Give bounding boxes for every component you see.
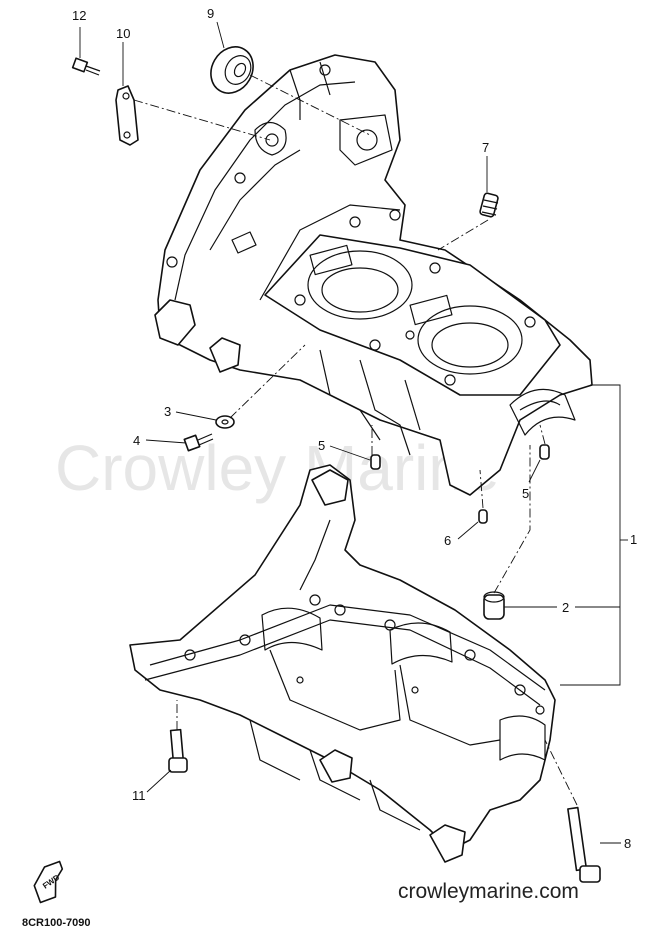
callout-5-left: 5: [318, 438, 325, 453]
callout-12: 12: [72, 8, 86, 23]
website-label: crowleymarine.com: [398, 880, 579, 903]
dowel-pin-left: [370, 454, 381, 470]
bolt-long-right: [567, 806, 601, 883]
callout-1: 1: [630, 532, 637, 547]
fwd-arrow-icon: FWD: [33, 860, 64, 904]
pin: [478, 509, 488, 524]
plug: [483, 591, 505, 620]
bolt-short: [183, 433, 214, 452]
callout-8: 8: [624, 836, 631, 851]
callout-2: 2: [562, 600, 569, 615]
callout-10: 9: [207, 6, 214, 21]
bracket: [115, 85, 139, 146]
stud: [479, 192, 499, 218]
dowel-pin-right: [539, 444, 550, 460]
callout-4: 4: [133, 433, 140, 448]
upper-crankcase: [154, 54, 593, 496]
callout-6: 6: [444, 533, 451, 548]
callout-11: 10: [116, 26, 130, 41]
bearing: [210, 46, 254, 94]
callout-3: 3: [164, 404, 171, 419]
washer: [215, 415, 235, 429]
watermark: Crowley Marine: [55, 432, 500, 504]
callout-5-right: 5: [522, 486, 529, 501]
callout-7: 7: [482, 140, 489, 155]
callout-9: 11: [132, 788, 146, 803]
bolt-small: [71, 57, 101, 76]
diagram-code: 8CR100-7090: [22, 917, 91, 929]
bolt-long-left: [168, 728, 188, 773]
lower-crankcase: [129, 464, 556, 863]
